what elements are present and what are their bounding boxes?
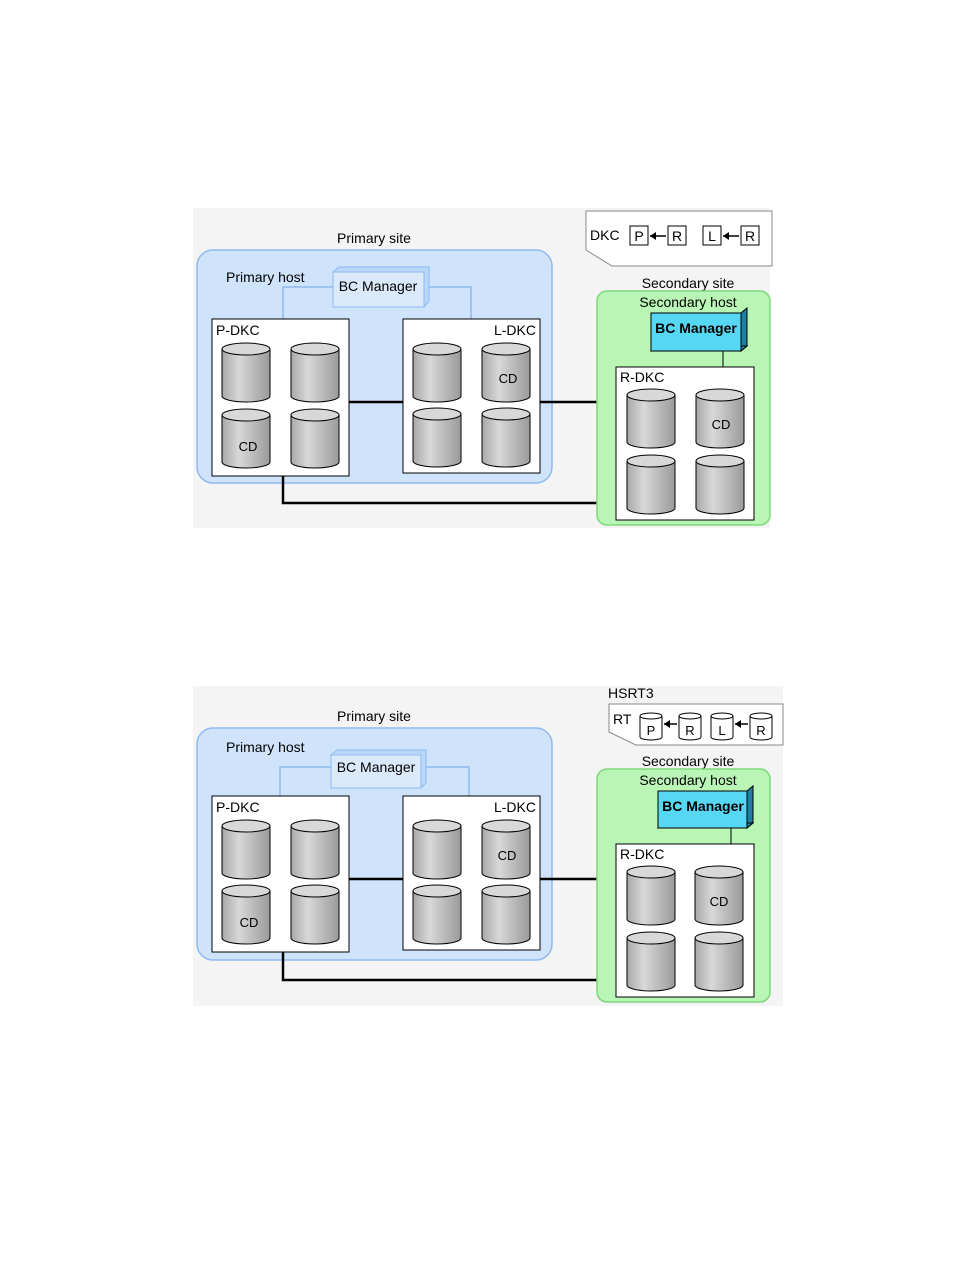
legend-pair1-to: R (685, 723, 694, 738)
primary-bc-manager: BC Manager (333, 267, 429, 307)
cylinder-cd: CD (482, 343, 530, 402)
l-dkc-label: L-DKC (494, 322, 536, 338)
cd-label: CD (499, 371, 518, 386)
cylinder (413, 885, 461, 944)
legend-pair2-from: L (718, 723, 725, 738)
legend-pair2-from: L (708, 228, 716, 244)
legend-tag: RT (613, 711, 632, 727)
diagram-bottom: HSRT3 RT P R L R Primary site Primary ho… (193, 685, 783, 1006)
l-dkc-label: L-DKC (494, 799, 536, 815)
primary-site-label: Primary site (337, 708, 411, 724)
primary-site-label: Primary site (337, 230, 411, 246)
cylinder (291, 343, 339, 402)
cylinder (627, 932, 675, 991)
cylinder (413, 820, 461, 879)
cylinder (291, 409, 339, 468)
cylinder (291, 885, 339, 944)
cylinder (482, 408, 530, 467)
cylinder (627, 866, 675, 925)
cylinder (222, 820, 270, 879)
secondary-host-label: Secondary host (639, 294, 736, 310)
legend-title: HSRT3 (608, 685, 654, 701)
cylinder-cd: CD (695, 866, 743, 925)
p-dkc-label: P-DKC (216, 322, 260, 338)
legend-pair1-from: P (634, 228, 643, 244)
secondary-bc-manager: BC Manager (658, 786, 753, 828)
cylinder (696, 455, 744, 514)
cd-label: CD (240, 915, 259, 930)
secondary-site-label: Secondary site (642, 753, 735, 769)
primary-bc-manager: BC Manager (331, 750, 426, 788)
diagram-top: DKC P R L R Primary site Primary host BC… (193, 208, 772, 528)
legend-pair1-from: P (647, 723, 656, 738)
cylinder (627, 455, 675, 514)
primary-host-label: Primary host (226, 269, 305, 285)
cd-label: CD (710, 894, 729, 909)
cylinder (291, 820, 339, 879)
bc-manager-label: BC Manager (337, 759, 416, 775)
cylinder-cd: CD (222, 885, 270, 944)
cd-label: CD (239, 439, 258, 454)
legend-pair2-to: R (745, 228, 755, 244)
secondary-host-label: Secondary host (639, 772, 736, 788)
legend-pair1-to: R (672, 228, 682, 244)
cylinder-cd: CD (222, 409, 270, 468)
primary-host-label: Primary host (226, 739, 305, 755)
cylinder-cd: CD (482, 820, 530, 879)
cd-label: CD (712, 417, 731, 432)
cd-label: CD (498, 848, 517, 863)
bc-manager-label: BC Manager (662, 798, 744, 814)
cylinder (695, 932, 743, 991)
secondary-site-label: Secondary site (642, 275, 735, 291)
cylinder (413, 408, 461, 467)
cylinder (222, 343, 270, 402)
p-dkc-label: P-DKC (216, 799, 260, 815)
r-dkc-label: R-DKC (620, 846, 664, 862)
legend-pair2-to: R (756, 723, 765, 738)
legend-tag: DKC (590, 227, 620, 243)
bc-manager-label: BC Manager (655, 320, 737, 336)
legend-box: RT P R L R (609, 704, 783, 745)
cylinder (413, 343, 461, 402)
legend-box: DKC P R L R (586, 211, 772, 266)
cylinder (627, 389, 675, 448)
secondary-bc-manager: BC Manager (651, 308, 747, 351)
cylinder-cd: CD (696, 389, 744, 448)
r-dkc-label: R-DKC (620, 369, 664, 385)
bc-manager-label: BC Manager (339, 278, 418, 294)
cylinder (482, 885, 530, 944)
